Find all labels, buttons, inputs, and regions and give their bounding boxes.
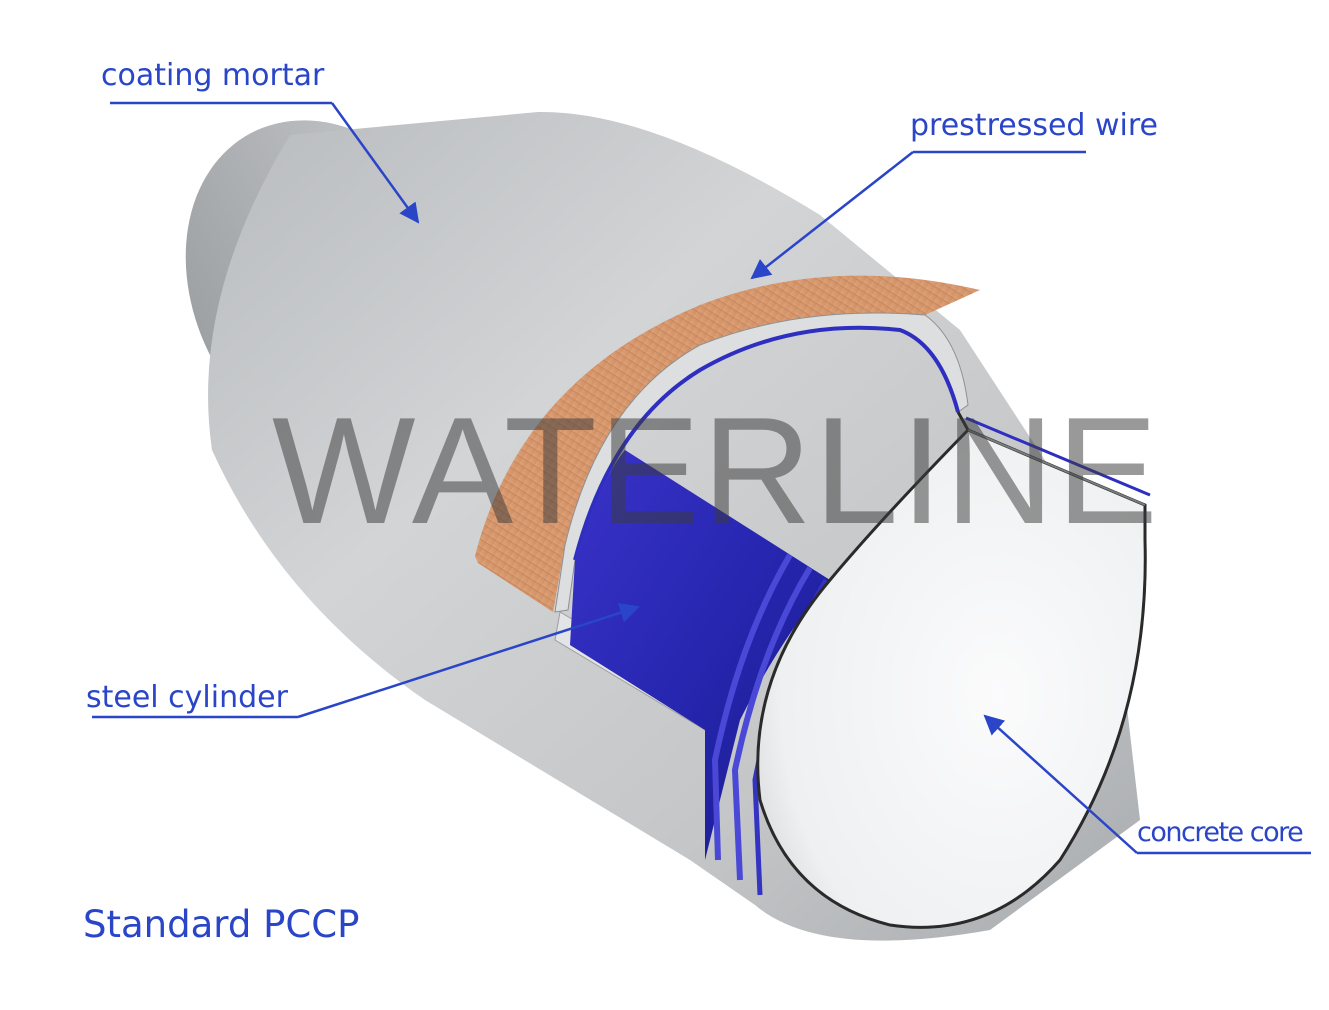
concrete-core-arrow [983,714,1138,854]
prestressed-wire-layer [475,275,980,613]
label-steel-cylinder: steel cylinder [86,680,288,715]
steel-cylinder-arrow [297,603,640,719]
label-prestressed-wire: prestressed wire [910,108,1158,143]
annotation-leaders [92,101,1311,855]
coating-mortar-arrow [330,102,420,224]
label-concrete-core: concrete core [1137,817,1304,848]
prestressed-wire-arrow [750,151,914,280]
label-coating-mortar: coating mortar [101,58,325,93]
concrete-core-layer [756,411,1151,929]
diagram-caption: Standard PCCP [83,903,360,946]
watermark-text: WATERLINE [272,386,1160,556]
